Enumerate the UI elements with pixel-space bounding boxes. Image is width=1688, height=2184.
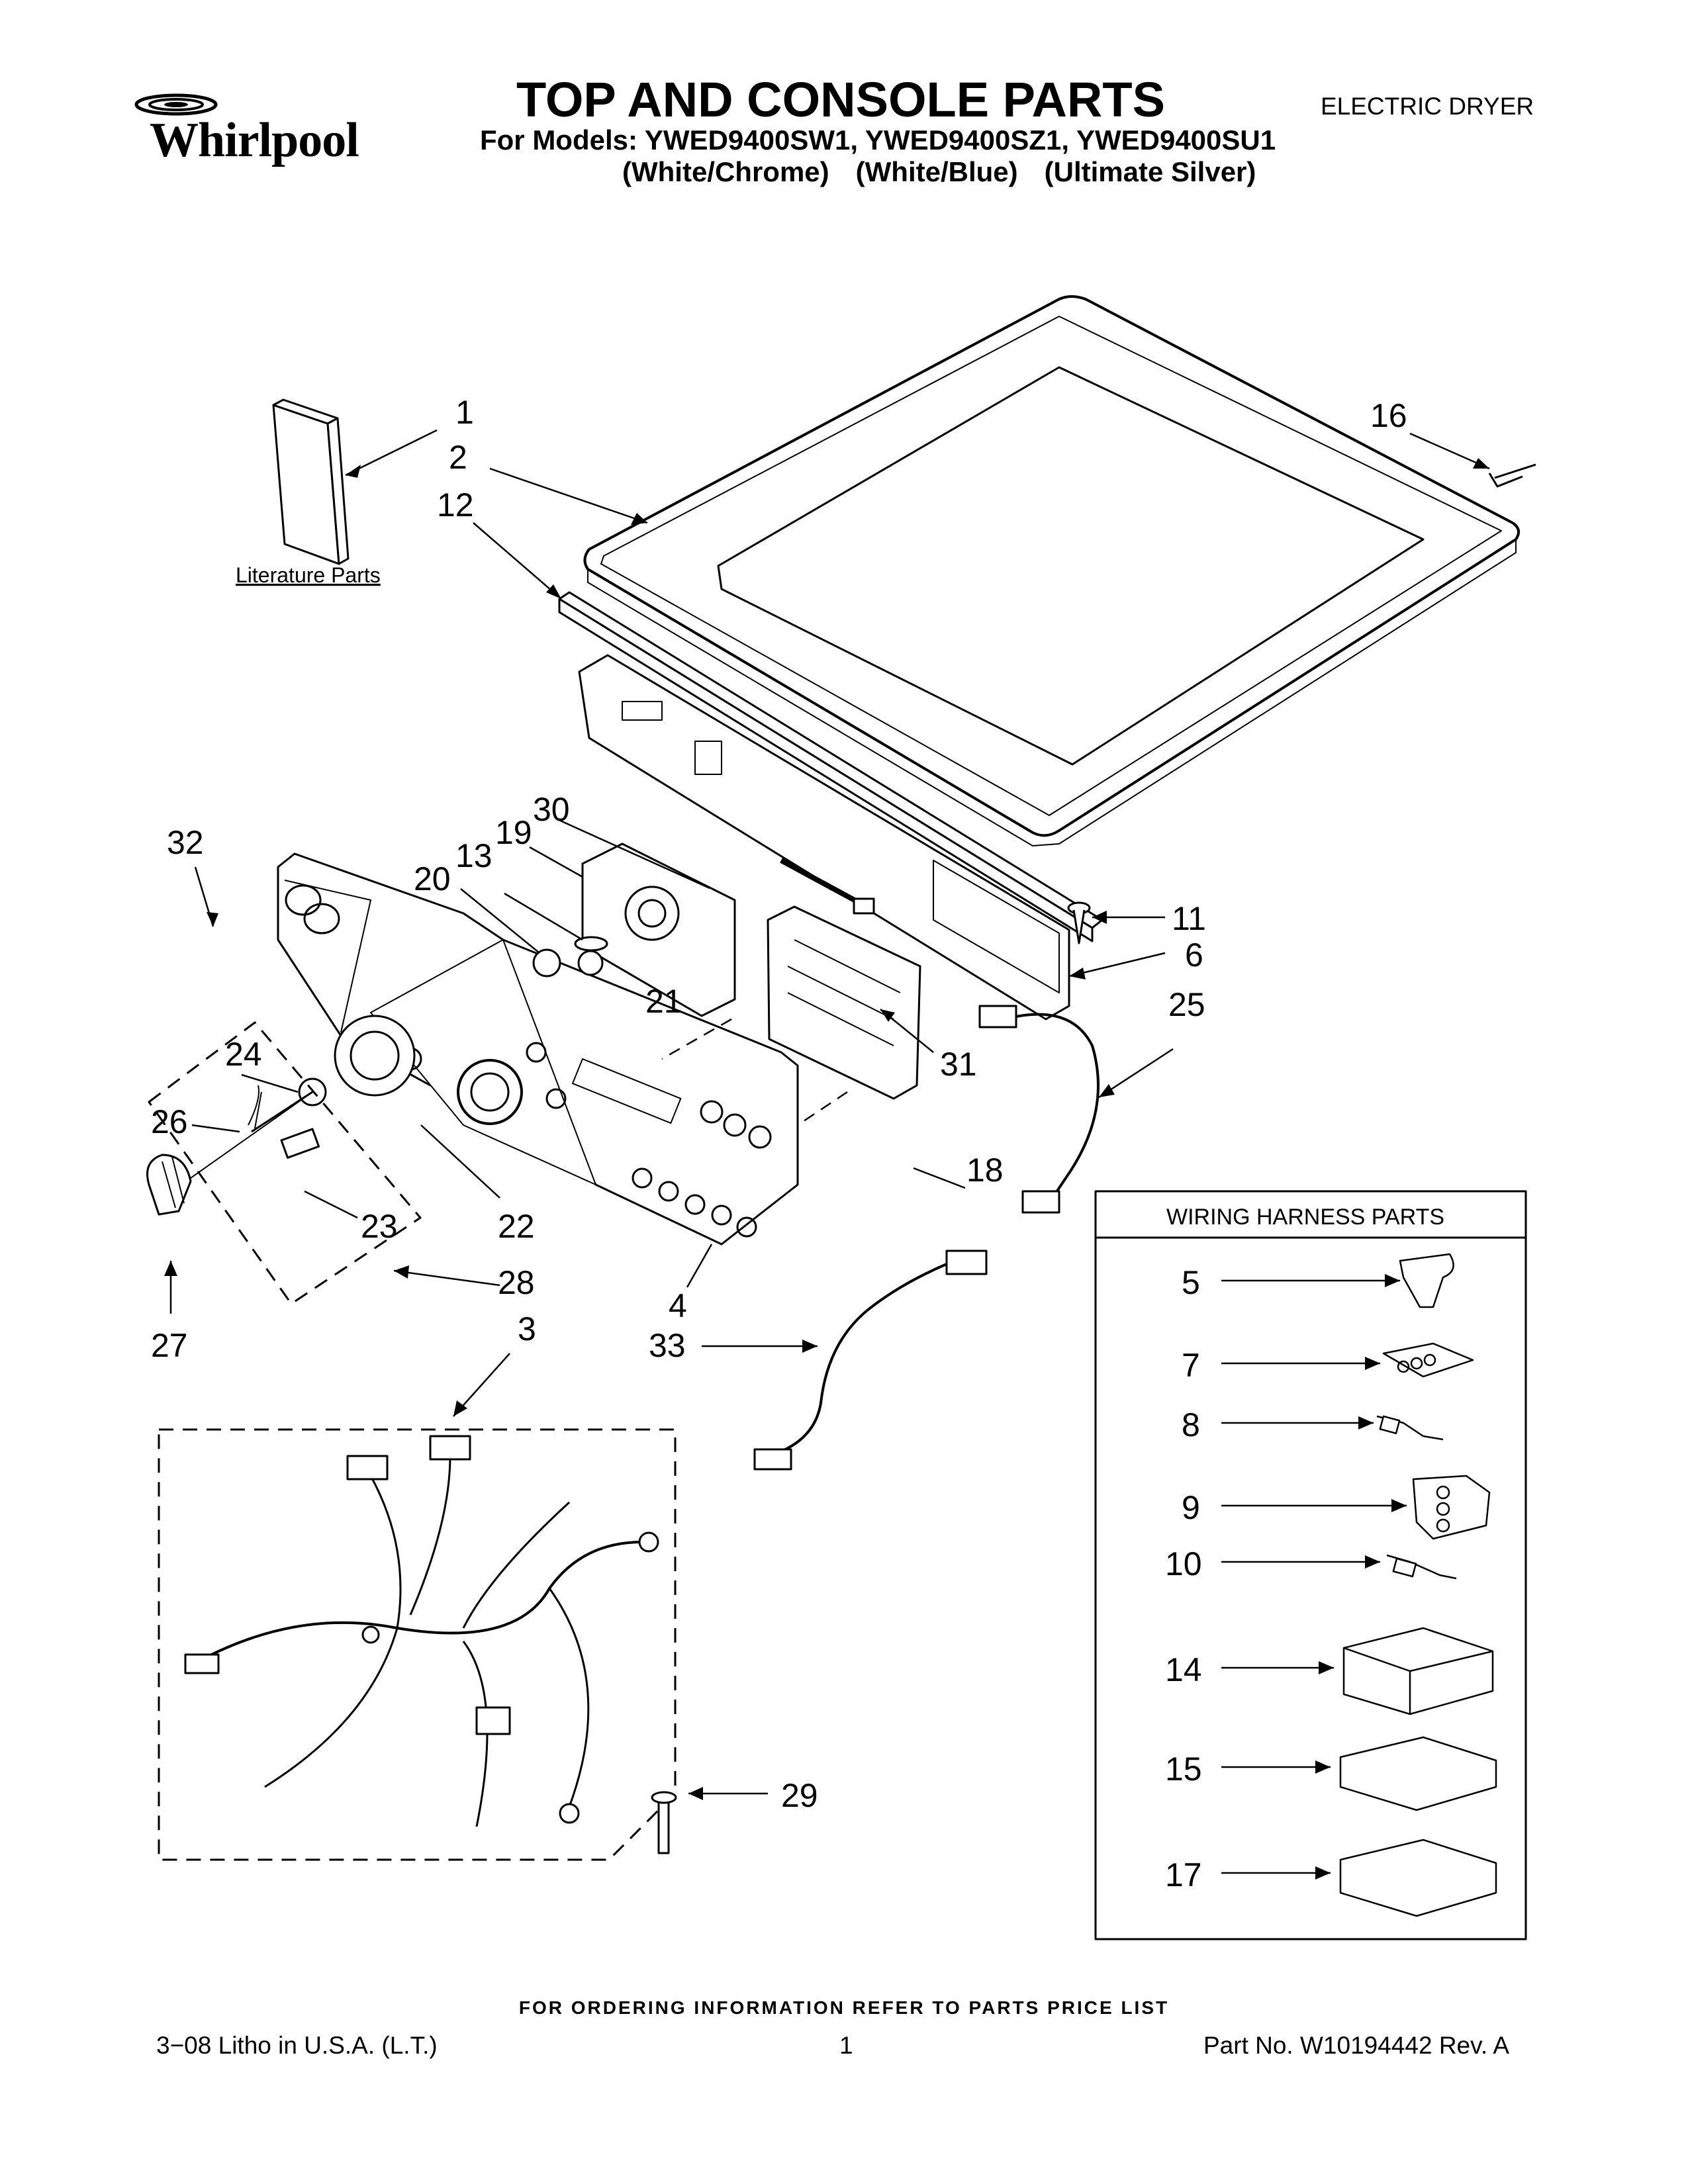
logo-wordmark: Whirlpool bbox=[150, 113, 359, 167]
connection-dashed-lines bbox=[661, 1018, 848, 1126]
harness-callout-8: 8 bbox=[1182, 1406, 1200, 1443]
models-line: For Models: YWED9400SW1, YWED9400SZ1, YW… bbox=[480, 124, 1276, 156]
harness-callout-9: 9 bbox=[1182, 1489, 1200, 1526]
logo-swirl-icon bbox=[134, 93, 218, 116]
callout-32: 32 bbox=[167, 824, 204, 861]
finish-white-chrome: (White/Chrome) bbox=[622, 156, 829, 187]
callout-30: 30 bbox=[533, 791, 570, 828]
callout-29: 29 bbox=[781, 1777, 818, 1814]
main-harness-drawing bbox=[158, 1428, 677, 1861]
callout-20: 20 bbox=[414, 860, 451, 897]
part-number: Part No. W10194442 Rev. A bbox=[1203, 2032, 1510, 2059]
callout-33: 33 bbox=[649, 1327, 686, 1364]
callout-25: 25 bbox=[1168, 986, 1205, 1023]
whirlpool-logo: Whirlpool bbox=[130, 91, 381, 177]
leader-lines bbox=[169, 429, 1490, 1795]
dryer-top-panel-drawing bbox=[583, 295, 1520, 846]
callout-2: 2 bbox=[449, 439, 467, 476]
callout-labels: 1 2 12 16 30 19 13 20 32 11 6 21 25 31 2… bbox=[151, 394, 1444, 1893]
callout-28: 28 bbox=[498, 1264, 535, 1301]
harness-box-title: WIRING HARNESS PARTS bbox=[1166, 1205, 1444, 1230]
harness-box-leaders bbox=[1221, 1274, 1407, 1880]
wiring-harness-parts-box bbox=[1094, 1190, 1527, 1940]
callout-16: 16 bbox=[1370, 397, 1407, 434]
harness-callout-7: 7 bbox=[1182, 1347, 1200, 1384]
literature-booklet-drawing bbox=[272, 398, 350, 565]
callout-21: 21 bbox=[645, 983, 682, 1020]
harness-33-drawing bbox=[753, 1250, 988, 1471]
knob-group-dashed-box bbox=[148, 1021, 422, 1305]
screws-drawing bbox=[1067, 463, 1536, 944]
callout-6: 6 bbox=[1185, 936, 1203, 974]
callout-31: 31 bbox=[940, 1046, 977, 1083]
callout-23: 23 bbox=[361, 1208, 398, 1245]
callout-26: 26 bbox=[151, 1103, 188, 1140]
harness-callout-14: 14 bbox=[1165, 1651, 1202, 1688]
callout-22: 22 bbox=[498, 1208, 535, 1245]
callout-24: 24 bbox=[225, 1036, 262, 1073]
callout-13: 13 bbox=[455, 837, 492, 874]
finish-white-blue: (White/Blue) bbox=[855, 156, 1018, 187]
control-board-drawing bbox=[767, 905, 921, 1100]
callout-3: 3 bbox=[518, 1310, 536, 1347]
harness-callout-5: 5 bbox=[1182, 1264, 1200, 1301]
litho-note: 3−08 Litho in U.S.A. (L.T.) bbox=[156, 2032, 438, 2059]
callout-18: 18 bbox=[966, 1152, 1004, 1189]
callout-19: 19 bbox=[495, 814, 532, 851]
console-housing-drawing bbox=[277, 852, 799, 1246]
finish-ultimate-silver: (Ultimate Silver) bbox=[1044, 156, 1256, 187]
knob-parts-drawing bbox=[146, 884, 608, 1216]
finishes-line: (White/Chrome) (White/Blue) (Ultimate Silv… bbox=[622, 156, 1256, 188]
document-type: ELECTRIC DRYER bbox=[1321, 93, 1534, 120]
page-title: TOP AND CONSOLE PARTS bbox=[516, 72, 1165, 127]
literature-parts-label: Literature Parts bbox=[236, 563, 381, 587]
page-number: 1 bbox=[839, 2032, 853, 2059]
harness-callout-15: 15 bbox=[1165, 1751, 1202, 1788]
console-bracket-drawing bbox=[578, 654, 1070, 1021]
screw-29-drawing bbox=[651, 1791, 677, 1854]
callout-4: 4 bbox=[669, 1287, 687, 1324]
leader-arrowheads bbox=[164, 458, 1489, 1800]
callout-27: 27 bbox=[151, 1327, 188, 1364]
cable-tie-drawing bbox=[780, 858, 875, 915]
harness-box-part-drawings bbox=[1339, 1253, 1497, 1917]
harness-25-drawing bbox=[978, 1005, 1100, 1214]
harness-callout-17: 17 bbox=[1165, 1856, 1202, 1893]
ordering-note: FOR ORDERING INFORMATION REFER TO PARTS … bbox=[518, 1997, 1170, 2018]
harness-callout-10: 10 bbox=[1165, 1545, 1202, 1582]
callout-12: 12 bbox=[437, 486, 474, 523]
callout-11: 11 bbox=[1172, 900, 1206, 937]
callout-1: 1 bbox=[455, 394, 474, 431]
